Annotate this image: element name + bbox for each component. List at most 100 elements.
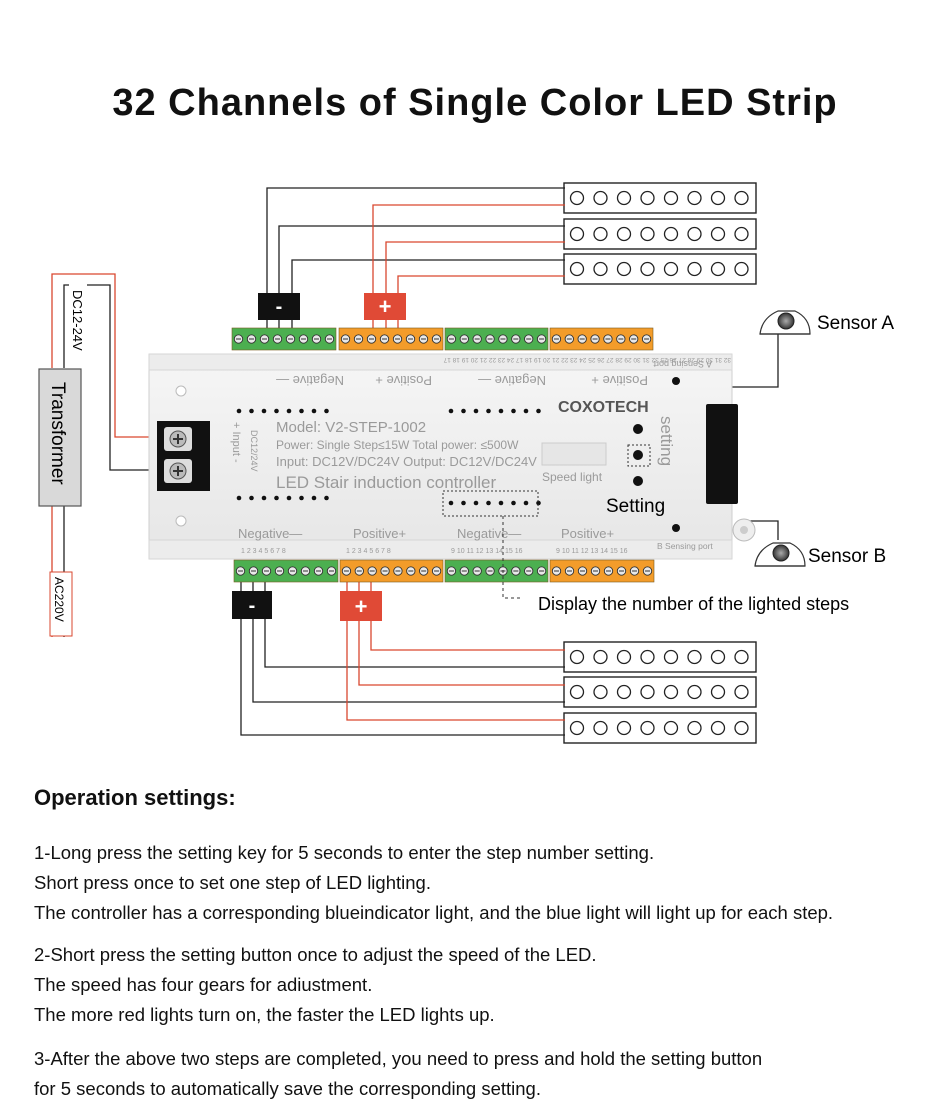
ac-voltage-label: AC220V bbox=[52, 577, 66, 622]
indicator-dot bbox=[486, 500, 491, 506]
setting-button bbox=[633, 450, 643, 460]
step-1: 1-Long press the setting key for 5 secon… bbox=[34, 838, 833, 928]
top-positive-label: Positive + bbox=[375, 373, 432, 388]
controller-case bbox=[148, 353, 756, 560]
led-icon bbox=[569, 190, 585, 206]
indicator-dot bbox=[286, 408, 292, 414]
step-3-line-1: 3-After the above two steps are complete… bbox=[34, 1048, 763, 1069]
a-sensing-port: A Sensing port bbox=[653, 359, 712, 369]
led-icon bbox=[710, 226, 726, 242]
bottom-pin-numbers-3: 9 10 11 12 13 14 15 16 bbox=[451, 548, 523, 555]
led-icon bbox=[593, 226, 608, 242]
led-icon bbox=[663, 261, 679, 277]
step-3: 3-After the above two steps are complete… bbox=[34, 1044, 762, 1104]
led-icon bbox=[687, 649, 702, 665]
led-strips-bottom bbox=[563, 641, 757, 744]
indicator-dot bbox=[448, 500, 454, 506]
step-1-line-2: Short press once to set one step of LED … bbox=[34, 872, 431, 893]
led-icon bbox=[663, 684, 679, 700]
indicator-dots bbox=[236, 408, 541, 506]
setting-vertical-label: setting bbox=[657, 416, 676, 466]
led-icon bbox=[663, 190, 679, 206]
sensor-wires bbox=[732, 330, 779, 540]
terminal-top-3 bbox=[444, 327, 549, 351]
top-plus-box: + bbox=[364, 293, 406, 320]
input-label: + Input - bbox=[230, 422, 242, 463]
bottom-negative-label: Negative— bbox=[238, 526, 302, 541]
led-icon bbox=[663, 226, 679, 242]
top-positive-label-2: Positive + bbox=[591, 373, 648, 388]
led-icon bbox=[640, 226, 655, 242]
led-icon bbox=[593, 261, 608, 277]
led-icon bbox=[663, 720, 679, 736]
led-icon bbox=[710, 720, 726, 736]
step-2-line-2: The speed has four gears for adiustment. bbox=[34, 974, 373, 995]
indicator-dot bbox=[236, 408, 242, 414]
step-2-line-3: The more red lights turn on, the faster … bbox=[34, 1004, 495, 1025]
indicator-dot bbox=[448, 408, 454, 414]
terminal-blocks bbox=[231, 327, 655, 583]
led-icon bbox=[734, 649, 749, 665]
terminal-bottom-3 bbox=[444, 559, 549, 583]
indicator-dot bbox=[261, 408, 267, 414]
indicator-dot bbox=[486, 408, 491, 414]
display-note: Display the number of the lighted steps bbox=[538, 594, 849, 614]
led-icon bbox=[640, 684, 655, 700]
controller-name: LED Stair induction controller bbox=[276, 473, 497, 492]
indicator-dot bbox=[236, 495, 242, 501]
power-label: Power: Single Step≤15W Total power: ≤500… bbox=[276, 438, 519, 452]
led-icon bbox=[710, 684, 726, 700]
step-1-line-1: 1-Long press the setting key for 5 secon… bbox=[34, 842, 655, 863]
led-strip-top-3 bbox=[563, 253, 757, 285]
indicator-dot bbox=[249, 408, 254, 414]
bottom-plus-box: + bbox=[340, 591, 382, 621]
indicator-dot bbox=[498, 500, 504, 506]
indicator-dot bbox=[461, 408, 466, 414]
setting-label: Setting bbox=[606, 496, 665, 517]
led-icon bbox=[710, 649, 726, 665]
indicator-dot bbox=[299, 408, 304, 414]
controller-labels: 32 31 30 29 28 27 26 25 32 31 30 29 28 2… bbox=[230, 356, 731, 555]
terminal-top-1 bbox=[231, 327, 337, 351]
led-icon bbox=[640, 190, 655, 206]
indicator-dot bbox=[299, 495, 304, 501]
indicator-dot bbox=[461, 500, 466, 506]
led-icon bbox=[593, 684, 608, 700]
step-2: 2-Short press the setting button once to… bbox=[34, 940, 597, 1030]
led-strip-bottom-2 bbox=[563, 676, 757, 708]
led-icon bbox=[663, 649, 679, 665]
led-icon bbox=[687, 261, 702, 277]
indicator-dot bbox=[311, 408, 317, 414]
sensor-a-label: Sensor A bbox=[817, 313, 894, 334]
b-sensing-port: B Sensing port bbox=[657, 541, 713, 551]
top-negative-label-2: Negative — bbox=[478, 373, 546, 388]
page-title: 32 Channels of Single Color LED Strip bbox=[112, 82, 838, 124]
model-label: Model: V2-STEP-1002 bbox=[276, 419, 426, 436]
svg-text:-: - bbox=[276, 296, 283, 318]
indicator-dot bbox=[523, 500, 529, 506]
svg-text:+: + bbox=[355, 594, 368, 619]
indicator-dot bbox=[311, 495, 317, 501]
led-icon bbox=[569, 684, 585, 700]
led-icon bbox=[734, 720, 749, 736]
terminal-bottom-4 bbox=[549, 559, 655, 583]
transformer-label: Transformer bbox=[47, 382, 68, 485]
indicator-dot bbox=[523, 408, 529, 414]
indicator-dot bbox=[498, 408, 504, 414]
black-wires-bottom bbox=[240, 580, 565, 736]
terminal-top-4 bbox=[549, 327, 654, 351]
transformer: Transformer bbox=[38, 368, 82, 507]
led-icon bbox=[734, 684, 749, 700]
led-strip-bottom-3 bbox=[563, 712, 757, 744]
svg-text:+: + bbox=[379, 294, 392, 319]
led-icon bbox=[687, 720, 702, 736]
io-label: Input: DC12V/DC24V Output: DC12V/DC24V bbox=[276, 454, 537, 469]
led-icon bbox=[616, 190, 632, 206]
led-icon bbox=[687, 226, 702, 242]
led-strips-top bbox=[563, 182, 757, 285]
bottom-pin-numbers-1: 1 2 3 4 5 6 7 8 bbox=[241, 548, 286, 555]
led-icon bbox=[640, 649, 655, 665]
led-icon bbox=[734, 190, 749, 206]
terminal-bottom-2 bbox=[339, 559, 444, 583]
setting-buttons bbox=[627, 377, 680, 532]
